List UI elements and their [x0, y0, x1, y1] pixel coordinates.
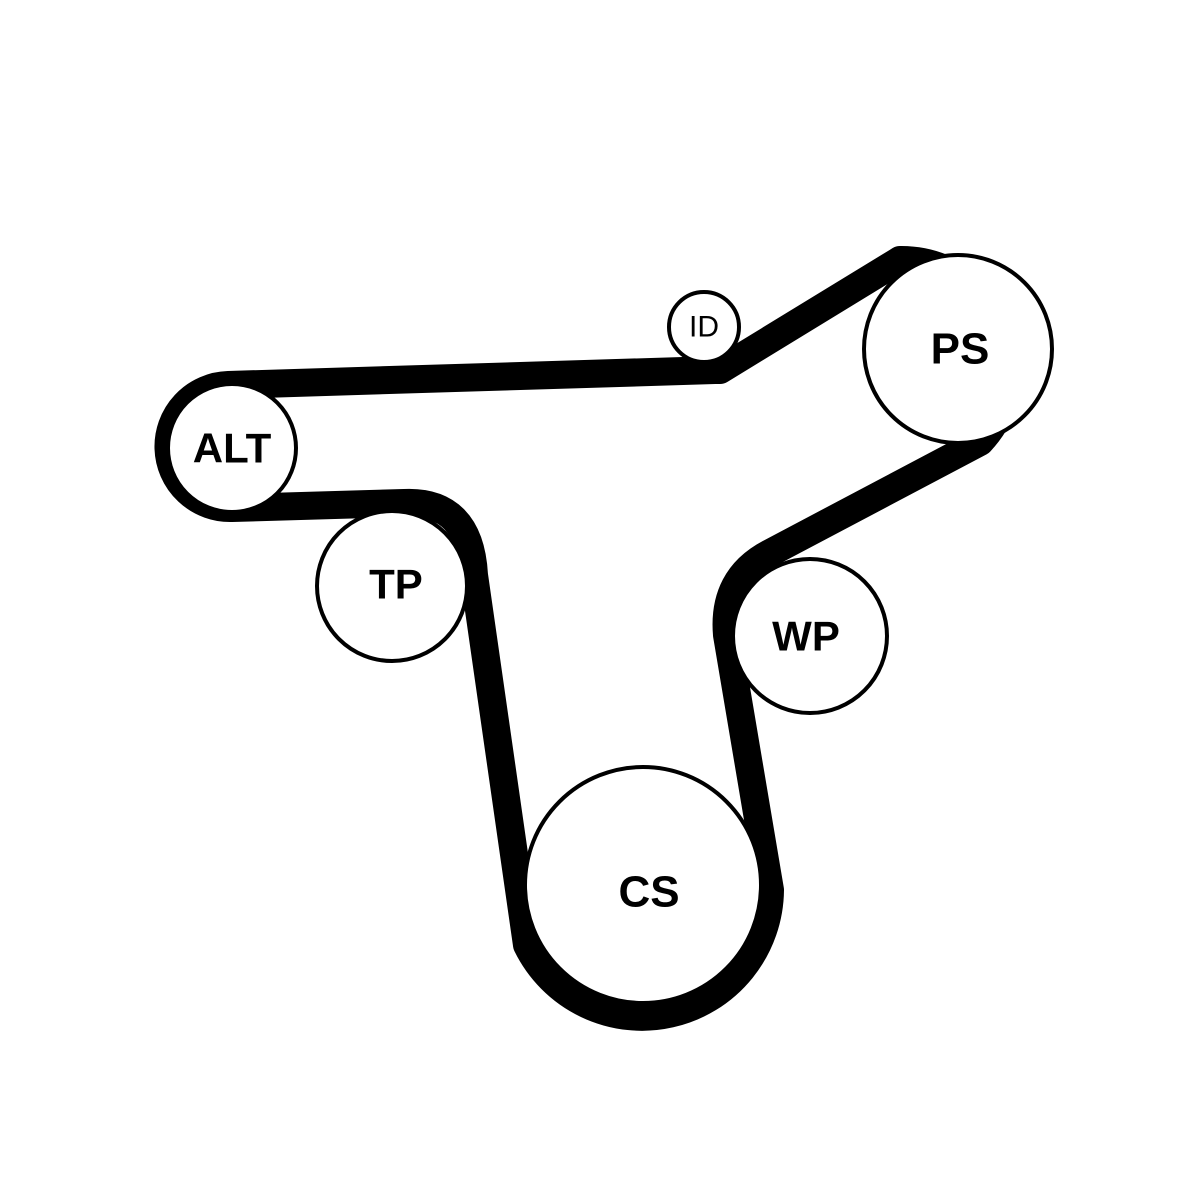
pulley-id-circle	[667, 290, 741, 364]
pulley-tp-circle	[315, 509, 469, 663]
pulley-ps-circle	[862, 253, 1054, 445]
pulley-tp: TP	[315, 509, 469, 663]
pulley-wp-circle	[731, 557, 889, 715]
pulley-alt: ALT	[166, 382, 298, 514]
pulley-wp: WP	[731, 557, 889, 715]
pulley-ps: PS	[862, 253, 1054, 445]
pulley-cs-circle	[523, 765, 763, 1005]
pulley-id: ID	[667, 290, 741, 364]
pulley-ps-label: PS	[931, 325, 990, 374]
pulley-wp-label: WP	[772, 613, 840, 660]
pulley-cs-label: CS	[618, 868, 679, 917]
pulley-id-label: ID	[689, 311, 719, 344]
pulley-tp-label: TP	[369, 561, 423, 608]
pulley-alt-label: ALT	[193, 425, 272, 472]
pulley-cs: CS	[523, 765, 763, 1005]
pulley-alt-circle	[166, 382, 298, 514]
